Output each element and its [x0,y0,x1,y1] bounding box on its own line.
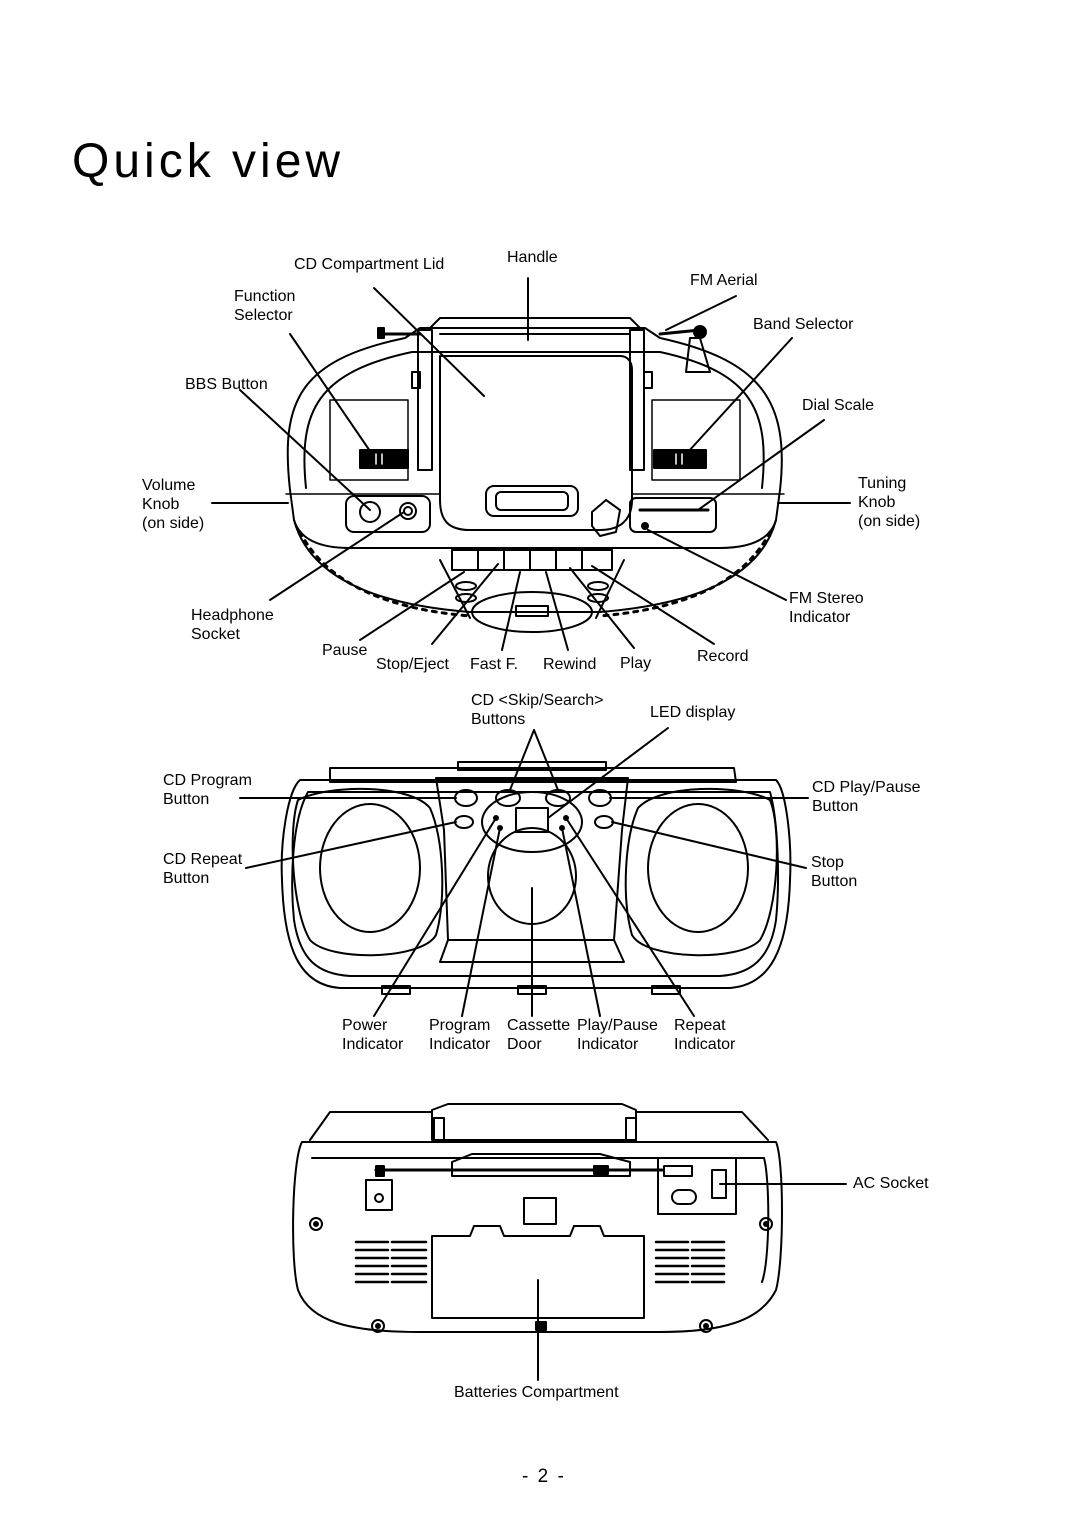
label-bbs-button: BBS Button [185,376,268,393]
label-stop-button: Stop Button [811,854,858,890]
label-cd-skip-search-buttons: CD <Skip/Search> Buttons [471,692,604,728]
label-repeat-indicator: Repeat Indicator [674,1017,736,1053]
label-cassette-door: Cassette Door [507,1017,571,1053]
top-view-leader-lines [212,278,850,650]
label-cd-program-button: CD Program Button [163,772,252,808]
label-function-selector: Function Selector [234,288,296,324]
top-view-illustration [286,318,784,632]
back-view-illustration [293,1104,782,1332]
label-ac-socket: AC Socket [853,1175,929,1192]
label-dial-scale: Dial Scale [802,397,875,414]
label-pause: Pause [322,642,368,659]
label-fm-stereo-indicator: FM Stereo Indicator [789,590,864,626]
label-cd-repeat-button: CD Repeat Button [163,851,243,887]
label-cd-compartment-lid: CD Compartment Lid [294,256,445,273]
label-program-indicator: Program Indicator [429,1017,491,1053]
label-volume-knob: Volume Knob (on side) [142,477,205,532]
label-fast-f: Fast F. [470,656,519,673]
label-power-indicator: Power Indicator [342,1017,404,1053]
label-stop-eject: Stop/Eject [376,656,449,673]
label-play-pause-indicator: Play/Pause Indicator [577,1017,658,1053]
label-handle: Handle [507,249,558,266]
front-view-illustration [282,762,791,994]
label-fm-aerial: FM Aerial [690,272,758,289]
label-rewind: Rewind [543,656,597,673]
back-view-leader-lines [538,1184,846,1380]
label-tuning-knob: Tuning Knob (on side) [858,475,921,530]
page-title: Quick view [72,135,345,188]
label-led-display: LED display [650,704,736,721]
label-band-selector: Band Selector [753,316,854,333]
label-play: Play [620,655,652,672]
label-headphone-socket: Headphone Socket [191,607,274,643]
label-batteries-compartment: Batteries Compartment [454,1384,619,1401]
label-cd-play-pause-button: CD Play/Pause Button [812,779,921,815]
label-record: Record [697,648,749,665]
page-number: - 2 - [522,1466,566,1487]
front-view-leader-lines [240,728,808,1016]
